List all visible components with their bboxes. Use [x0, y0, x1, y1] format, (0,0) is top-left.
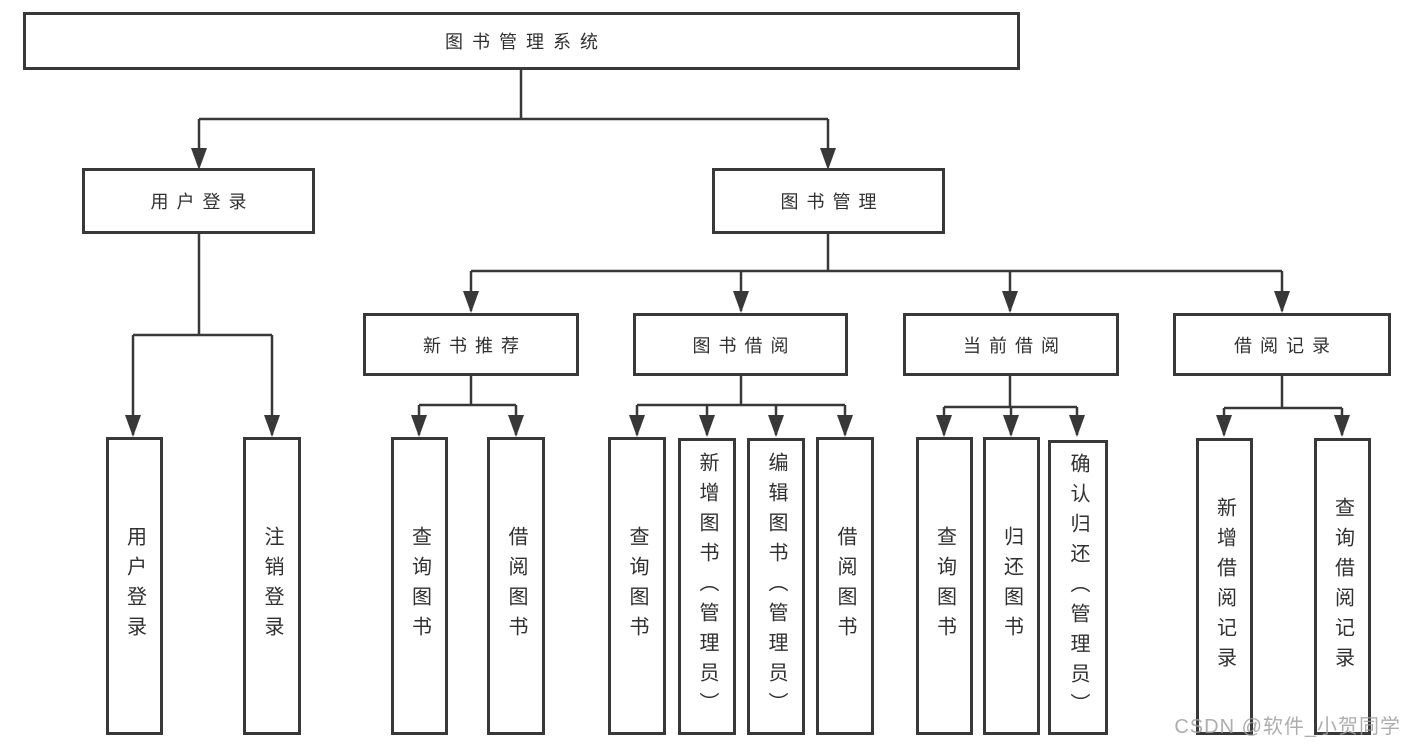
leaf-edit-books-admin: 编辑图书（管理员） [747, 438, 805, 735]
leaf-query-books-borrowing: 查询图书 [608, 437, 666, 735]
leaf-logout-login: 注销登录 [243, 437, 301, 735]
node-book-borrowing: 图书借阅 [633, 313, 848, 376]
node-borrowing-records: 借阅记录 [1173, 313, 1391, 376]
leaf-borrow-books-recommend: 借阅图书 [487, 437, 545, 735]
leaf-query-borrow-record: 查询借阅记录 [1314, 438, 1371, 735]
leaf-add-borrow-record: 新增借阅记录 [1196, 438, 1253, 735]
leaf-add-books-admin: 新增图书（管理员） [678, 438, 736, 735]
node-new-book-recommend: 新书推荐 [363, 313, 579, 376]
node-library-system: 图书管理系统 [23, 12, 1020, 70]
leaf-user-login: 用户登录 [106, 437, 163, 735]
watermark: CSDN @软件_小贺同学 [1174, 716, 1401, 738]
leaf-query-books-current: 查询图书 [916, 437, 973, 735]
leaf-return-books: 归还图书 [983, 437, 1040, 735]
leaf-confirm-return-admin: 确认归还（管理员） [1048, 440, 1108, 735]
leaf-query-books-recommend: 查询图书 [391, 437, 448, 735]
node-book-management: 图书管理 [712, 168, 945, 234]
node-user-login-branch: 用户登录 [82, 168, 315, 234]
leaf-borrow-books-borrowing: 借阅图书 [816, 437, 874, 735]
node-current-borrowing: 当前借阅 [903, 313, 1119, 376]
